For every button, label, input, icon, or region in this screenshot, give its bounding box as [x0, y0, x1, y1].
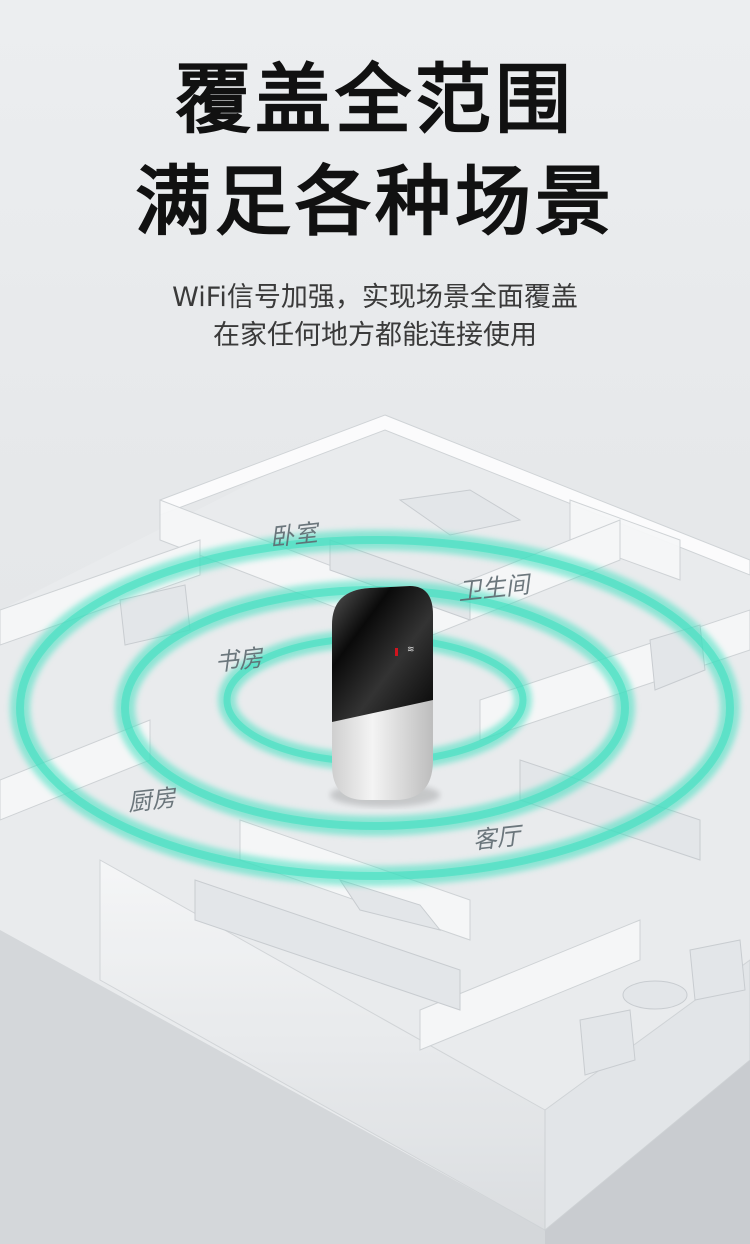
- indicator-light: [395, 648, 398, 656]
- subtitle-line-1: WiFi信号加强，实现场景全面覆盖: [172, 282, 578, 313]
- room-label-bedroom: 卧室: [269, 518, 322, 552]
- headline-line-1: 覆盖全范围: [175, 55, 575, 144]
- room-label-living-room: 客厅: [472, 821, 525, 855]
- room-label-study: 书房: [214, 643, 267, 677]
- headline-line-2: 满足各种场景: [135, 157, 615, 246]
- room-label-kitchen: 厨房: [127, 783, 180, 817]
- portable-wifi-device: ≋: [330, 586, 440, 807]
- subtitle-line-2: 在家任何地方都能连接使用: [213, 320, 537, 351]
- wifi-icon: ≋: [407, 645, 415, 655]
- floor-plan-illustration: ≋: [0, 414, 750, 1244]
